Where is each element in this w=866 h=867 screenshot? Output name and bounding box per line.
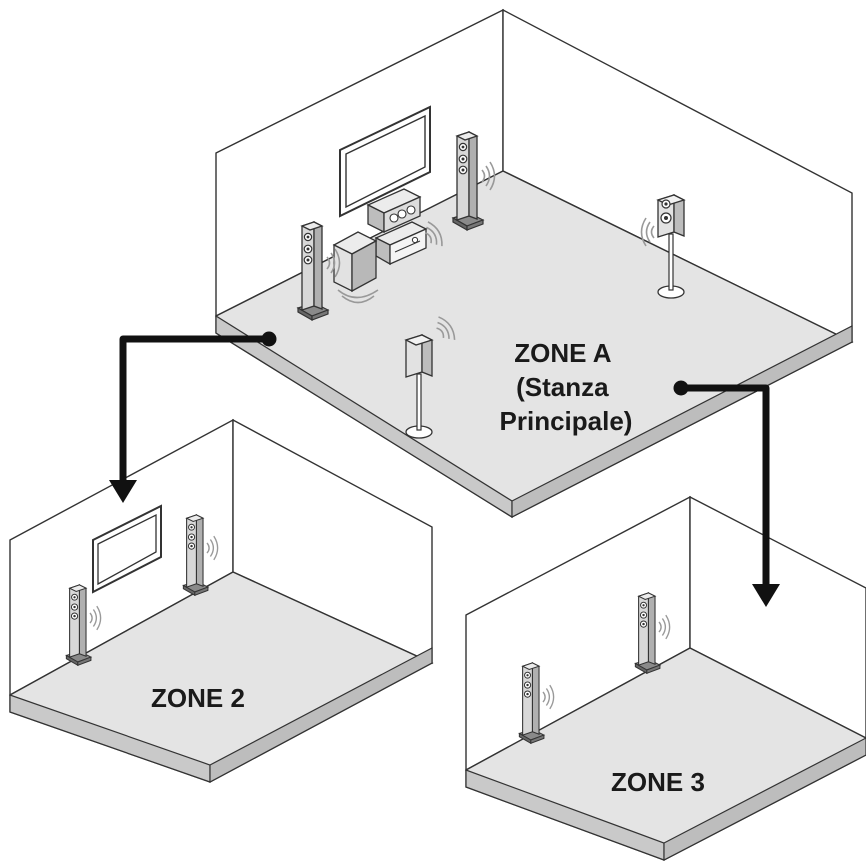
arrow-down-icon xyxy=(752,584,780,607)
zone-a-label: ZONE A (Stanza Principale) xyxy=(500,338,633,436)
arrow-to-zone2 xyxy=(109,331,277,503)
arrow-to-zone3 xyxy=(673,380,780,607)
main-room: ZONE A (Stanza Principale) xyxy=(215,8,854,519)
av-receiver-icon xyxy=(374,221,428,266)
zone3-label: ZONE 3 xyxy=(611,767,705,797)
zone2-floor-edge-right xyxy=(209,647,433,784)
tv-screen-icon xyxy=(92,504,162,594)
tv-screen-icon xyxy=(339,105,431,218)
center-speaker-icon xyxy=(366,188,422,234)
arrow-down-icon xyxy=(109,480,137,503)
zone2-label: ZONE 2 xyxy=(151,683,245,713)
zone2-room: ZONE 2 xyxy=(9,418,434,784)
zone3-room: ZONE 3 xyxy=(465,495,866,861)
main-floor-edge-right xyxy=(511,325,853,518)
zone3-side-wall xyxy=(689,495,866,739)
zone3-floor-edge-right xyxy=(663,737,866,861)
